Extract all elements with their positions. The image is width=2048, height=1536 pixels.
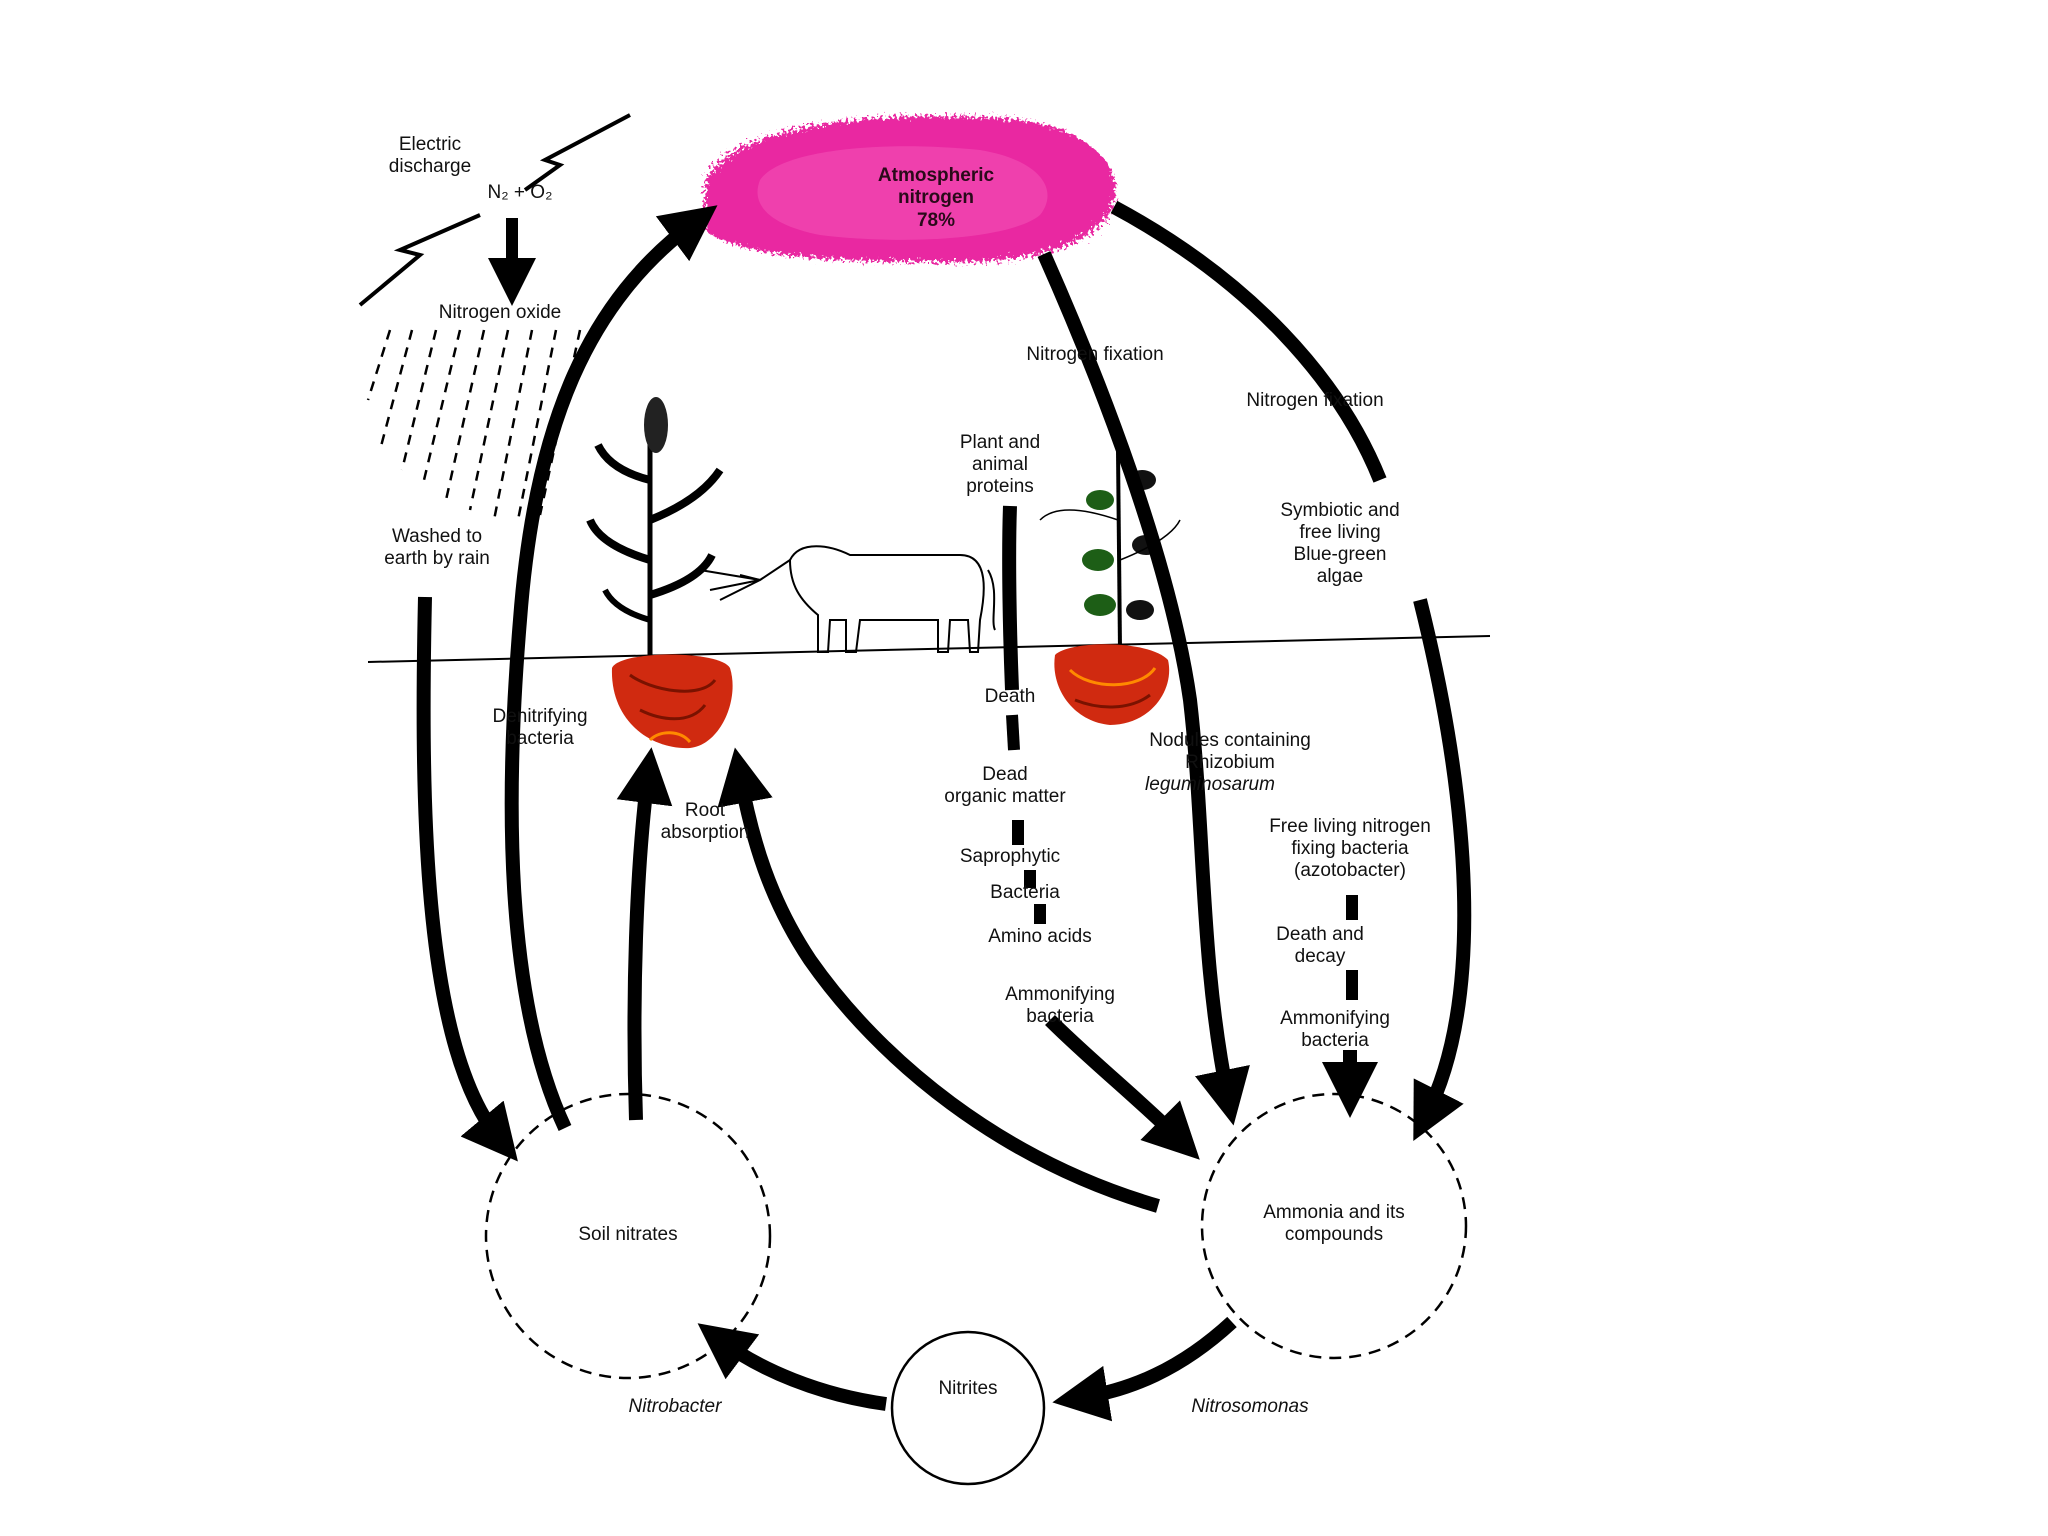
arrow-nitrogen-fixation-center: [1037, 251, 1250, 1126]
nitrobacter-label: Nitrobacter: [628, 1396, 722, 1417]
free-living-bacteria-label: Free living nitrogen fixing bacteria (az…: [1269, 816, 1431, 881]
maize-plant-icon: [586, 397, 724, 655]
denitrifying-bacteria-label: Denitrifying bacteria: [492, 706, 588, 749]
nitrites-node: [890, 1330, 1046, 1486]
nitrites-label: Nitrites: [938, 1378, 998, 1399]
nitrogen-fixation-center-label: Nitrogen fixation: [1026, 344, 1164, 365]
arrow-ammonifying-to-ammonia: [1045, 1015, 1200, 1160]
death-and-decay-label: Death and decay: [1276, 924, 1364, 967]
nitrogen-oxide-label: Nitrogen oxide: [438, 302, 562, 323]
lightning-icon: [358, 113, 631, 307]
arrow-soil-to-roots: [616, 747, 673, 1121]
bacteria-label: Bacteria: [990, 882, 1060, 903]
ammonifying-bacteria-1-label: Ammonifying bacteria: [1005, 984, 1115, 1027]
washed-to-earth-label: Washed to earth by rain: [384, 526, 490, 569]
soil-nitrates-node: [484, 1092, 772, 1380]
ground-line: [367, 635, 1491, 663]
n2-o2-label: N₂ + O₂: [487, 182, 553, 203]
nitrogen-fixation-right-label: Nitrogen fixation: [1246, 390, 1384, 411]
plant-animal-proteins-label: Plant and animal proteins: [959, 432, 1041, 497]
root-absorption-label: Root absorption: [660, 800, 750, 843]
arrow-ammonia-to-roots: [717, 747, 1160, 1213]
dead-organic-matter-label: Dead organic matter: [944, 764, 1066, 807]
arrow-nitrosomonas: [1052, 1316, 1237, 1422]
nitrosomonas-label: Nitrosomonas: [1191, 1396, 1309, 1417]
flow-segment-1: [1006, 714, 1020, 751]
ammonia-node: [1200, 1092, 1468, 1360]
legume-roots-icon: [1054, 644, 1170, 725]
death-label: Death: [984, 686, 1036, 707]
arrow-denitrification: [504, 205, 718, 1131]
arrow-proteins-to-death: [1002, 505, 1019, 691]
arrow-nitrobacter: [697, 1323, 887, 1411]
leguminosarum-label: leguminosarum: [1145, 774, 1275, 795]
atmospheric-nitrogen-cloud: [705, 116, 1116, 263]
ammonifying-bacteria-2-label: Ammonifying bacteria: [1280, 1008, 1390, 1051]
ammonia-compounds-label: Ammonia and its compounds: [1263, 1202, 1405, 1245]
saprophytic-label: Saprophytic: [959, 846, 1061, 867]
nodules-rhizobium-label: Nodules containing Rhizobium: [1149, 730, 1311, 773]
amino-acids-label: Amino acids: [988, 926, 1092, 947]
atmosphere-line-3: 78%: [917, 210, 955, 231]
electric-discharge-label: Electric discharge: [388, 134, 472, 177]
cow-icon: [699, 545, 996, 653]
atmosphere-line-1: Atmospheric: [878, 165, 995, 186]
arrow-rain-to-soil-nitrates: [416, 596, 518, 1162]
soil-nitrates-label: Soil nitrates: [578, 1224, 678, 1245]
maize-roots-icon: [611, 654, 733, 749]
symbiotic-algae-label: Symbiotic and free living Blue-green alg…: [1280, 500, 1400, 587]
atmosphere-line-2: nitrogen: [898, 187, 974, 208]
arrow-algae-to-ammonia: [1413, 598, 1472, 1141]
arrow-nitrogen-fixation-right: [1110, 200, 1387, 483]
